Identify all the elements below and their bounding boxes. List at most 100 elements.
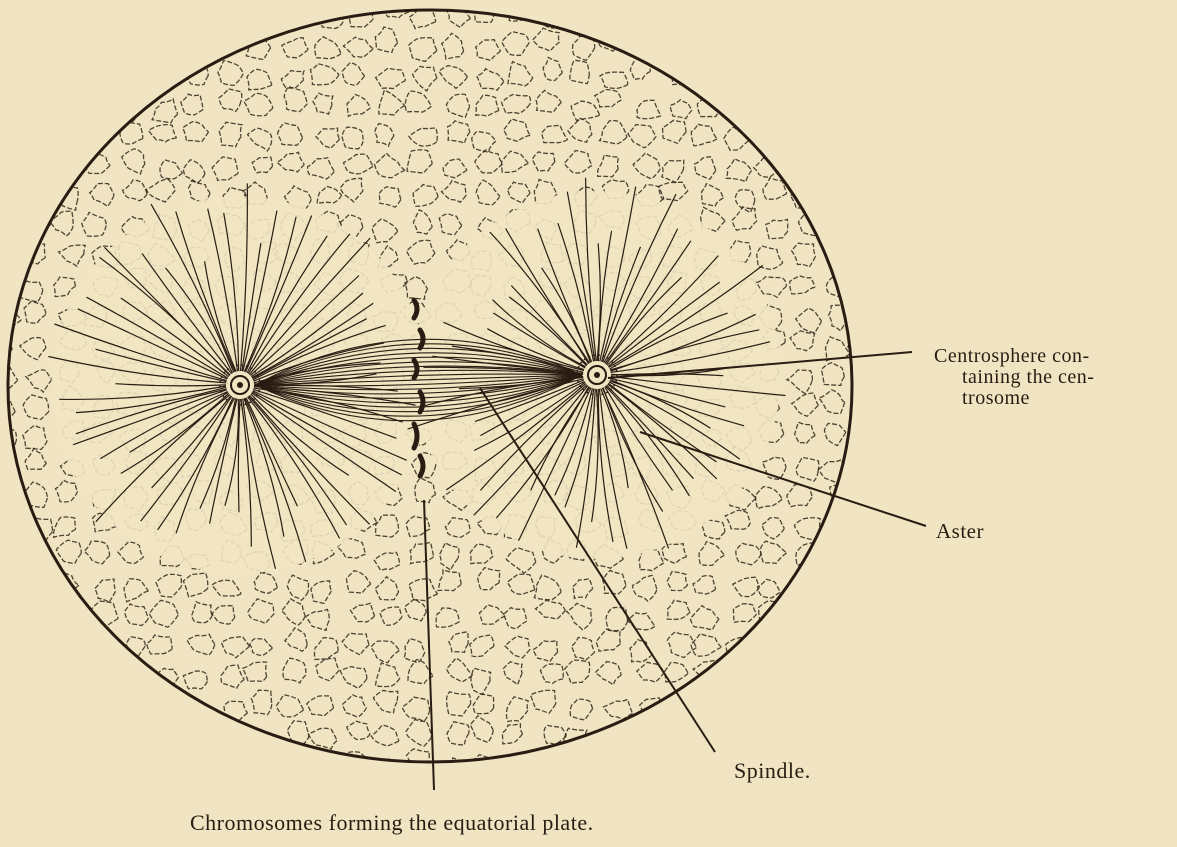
reticulum-cell — [56, 480, 78, 502]
reticulum-cell — [183, 751, 205, 773]
reticulum-cell — [22, 541, 48, 563]
reticulum-cell — [93, 38, 117, 56]
reticulum-cell — [856, 663, 882, 682]
reticulum-cell — [476, 180, 500, 205]
reticulum-cell — [0, 453, 13, 472]
reticulum-cell — [756, 487, 783, 509]
reticulum-cell — [406, 749, 429, 770]
reticulum-cell — [478, 568, 500, 590]
reticulum-cell — [147, 635, 172, 654]
reticulum-cell — [572, 637, 595, 660]
reticulum-cell — [146, 5, 176, 28]
reticulum-cell — [860, 304, 884, 328]
reticulum-cell — [733, 604, 756, 623]
reticulum-cell — [250, 638, 273, 655]
reticulum-cell — [52, 31, 73, 52]
reticulum-cell — [0, 71, 11, 88]
reticulum-cell — [243, 662, 267, 681]
reticulum-cell — [756, 29, 785, 50]
reticulum-cell — [154, 754, 177, 776]
reticulum-cell — [471, 668, 491, 694]
reticulum-cell — [147, 33, 174, 53]
reticulum-cell — [287, 575, 308, 600]
reticulum-cell — [56, 540, 81, 563]
reticulum-cell — [155, 693, 177, 716]
reticulum-cell — [248, 128, 272, 151]
reticulum-cell — [534, 754, 558, 778]
reticulum-cell — [90, 183, 114, 206]
reticulum-cell — [689, 36, 716, 61]
reticulum-cell — [410, 542, 433, 563]
reticulum-cell — [439, 214, 462, 235]
reticulum-cell — [340, 667, 367, 689]
reticulum-cell — [693, 576, 716, 594]
reticulum-cell — [832, 576, 853, 598]
reticulum-cell — [854, 29, 877, 49]
reticulum-cell — [863, 543, 885, 566]
reticulum-cell — [55, 96, 78, 118]
reticulum-cell — [58, 11, 81, 29]
reticulum-cell — [863, 451, 885, 473]
reticulum-cell — [826, 510, 851, 528]
reticulum-cell — [503, 662, 522, 685]
reticulum-cell — [342, 633, 369, 655]
reticulum-cell — [0, 212, 20, 235]
reticulum-cell — [20, 338, 46, 360]
reticulum-cell — [757, 701, 779, 724]
reticulum-cell — [375, 577, 399, 600]
reticulum-cell — [630, 30, 656, 50]
reticulum-cell — [82, 212, 106, 236]
reticulum-cell — [121, 751, 148, 772]
reticulum-cell — [317, 186, 342, 203]
reticulum-cell — [600, 121, 627, 145]
reticulum-cell — [251, 690, 271, 715]
reticulum-cell — [760, 0, 785, 22]
label-aster: Aster — [936, 519, 984, 544]
reticulum-cell — [276, 695, 304, 717]
reticulum-cell — [413, 66, 438, 91]
reticulum-cell — [85, 67, 110, 90]
reticulum-cell — [470, 716, 493, 743]
reticulum-cell — [192, 602, 212, 623]
reticulum-cell — [314, 755, 339, 778]
reticulum-cell — [278, 123, 303, 146]
reticulum-cell — [342, 127, 363, 149]
reticulum-cell — [704, 60, 726, 79]
reticulum-cell — [796, 308, 822, 332]
centrosome-left-core — [237, 382, 243, 388]
reticulum-cell — [699, 542, 724, 566]
reticulum-cell — [406, 719, 431, 746]
reticulum-cell — [506, 548, 536, 574]
reticulum-cell — [571, 2, 599, 23]
reticulum-cell — [662, 160, 684, 182]
reticulum-cell — [860, 153, 886, 172]
reticulum-cell — [763, 122, 794, 140]
reticulum-cell — [633, 153, 660, 179]
reticulum-cell — [315, 37, 341, 59]
reticulum-cell — [0, 483, 11, 506]
reticulum-cell — [316, 658, 339, 681]
reticulum-cell — [282, 38, 308, 58]
reticulum-cell — [54, 517, 76, 537]
reticulum-cell — [0, 634, 13, 654]
reticulum-cell — [797, 724, 823, 745]
reticulum-cell — [27, 725, 47, 748]
reticulum-cell — [827, 150, 850, 172]
reticulum-cell — [788, 33, 815, 53]
reticulum-cell — [0, 42, 18, 64]
reticulum-cell — [850, 94, 877, 115]
reticulum-cell — [565, 660, 590, 683]
label-chromosomes: Chromosomes forming the equatorial plate… — [190, 810, 594, 836]
reticulum-cell — [506, 697, 528, 722]
reticulum-cell — [118, 542, 144, 563]
reticulum-cell — [27, 186, 55, 205]
reticulum-cell — [672, 60, 693, 86]
reticulum-cell — [858, 577, 882, 601]
reticulum-cell — [827, 3, 853, 23]
reticulum-cell — [249, 10, 274, 28]
reticulum-cell — [188, 40, 213, 63]
reticulum-cell — [53, 695, 76, 718]
reticulum-cell — [405, 599, 427, 621]
reticulum-cell — [793, 0, 820, 22]
reticulum-cell — [94, 90, 120, 113]
